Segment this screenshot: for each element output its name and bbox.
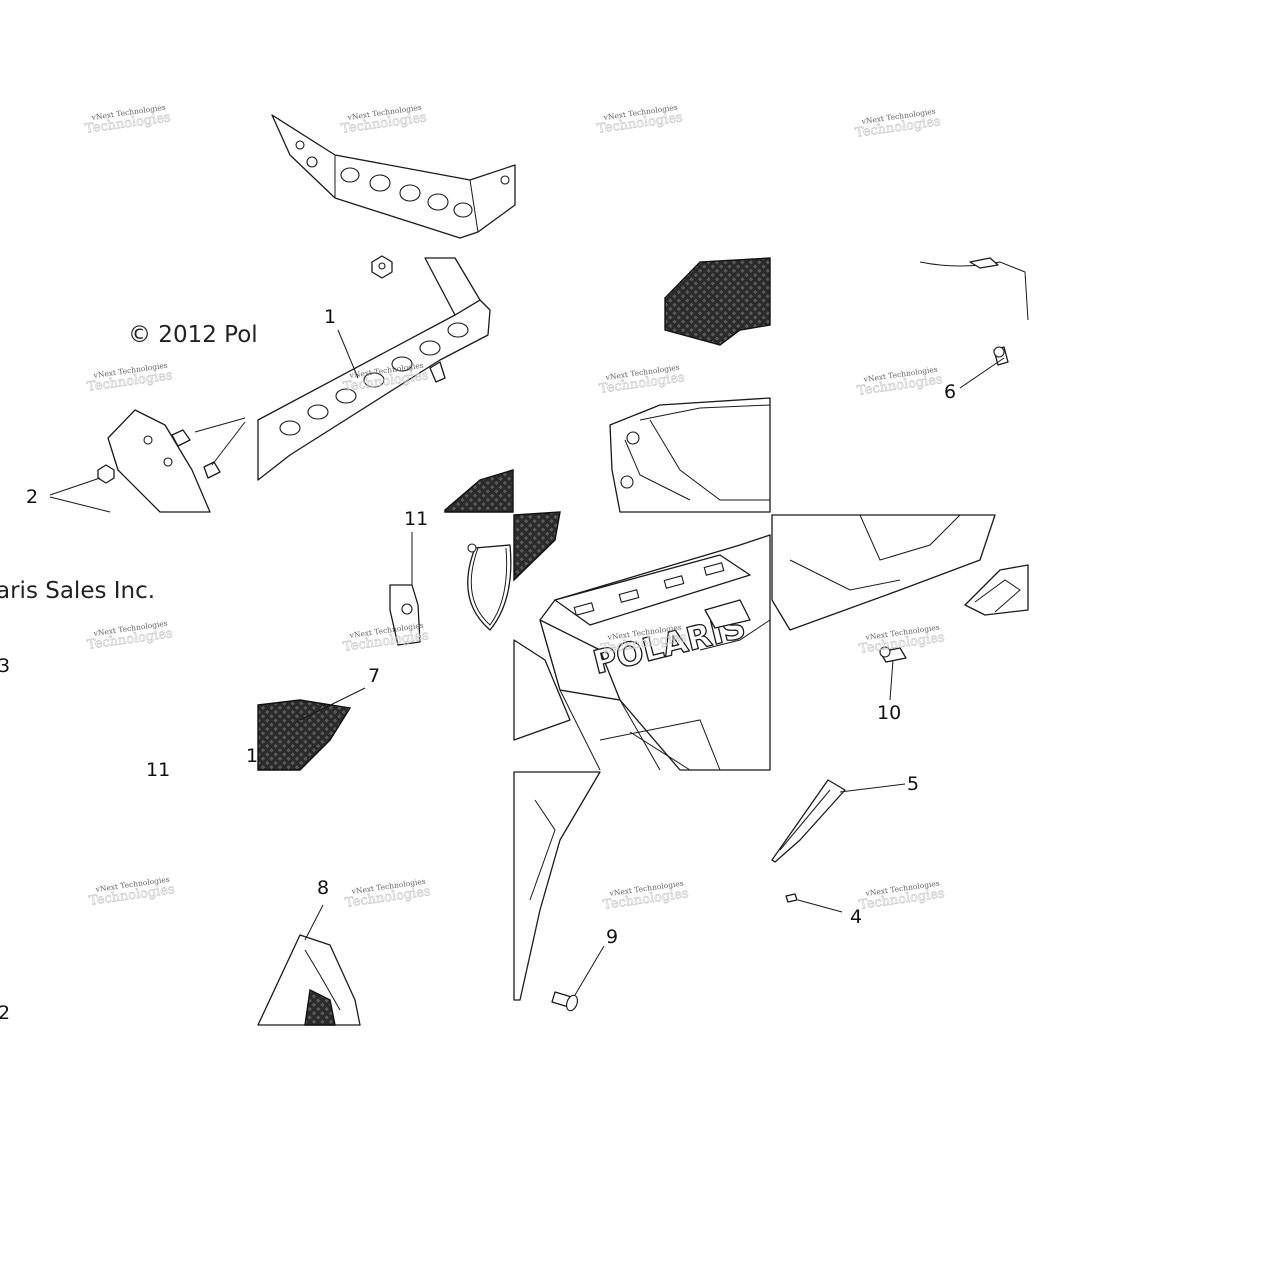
bumper-bracket-left (97, 409, 221, 513)
callout-1: 1 (324, 306, 336, 328)
callout-1-lower: 1 (246, 745, 258, 767)
callout-9: 9 (606, 926, 618, 948)
callout-8: 8 (317, 877, 329, 899)
screw-4 (785, 893, 798, 903)
side-panel-8 (257, 934, 361, 1026)
callout-numbers: 1 2 6 11 7 3 10 5 8 9 4 2 11 1 (0, 306, 956, 1024)
bolt-9 (551, 991, 578, 1012)
front-bumper-side-bar (257, 255, 491, 481)
callout-2: 2 (26, 486, 38, 508)
flange-nut-2 (97, 464, 115, 484)
copyright-fragment-1: © 2012 Pol (128, 322, 258, 348)
callout-2-lower: 2 (0, 1002, 10, 1024)
callout-10: 10 (877, 702, 901, 724)
callout-5: 5 (907, 773, 919, 795)
grille-insert-upper (444, 257, 771, 513)
front-fascia-lower (513, 771, 601, 1001)
callout-11: 11 (404, 508, 428, 530)
callout-4: 4 (850, 906, 862, 928)
callout-3: 3 (0, 655, 10, 677)
copyright-fragment-2: aris Sales Inc. (0, 578, 155, 604)
callout-11-lower: 11 (146, 759, 170, 781)
front-fascia-corner (609, 397, 771, 513)
grille-insert-7 (257, 699, 352, 771)
front-fascia-main: POLARIS (513, 511, 771, 771)
push-rivet-10 (879, 646, 907, 663)
callout-7: 7 (368, 665, 380, 687)
leader-lines (49, 329, 1005, 996)
fascia-edge (919, 257, 1029, 321)
headlight-housing (771, 514, 1029, 631)
push-rivet-6 (993, 346, 1009, 366)
front-bumper-bar-upper (271, 114, 516, 239)
trim-panel-5 (771, 779, 846, 863)
callout-6: 6 (944, 381, 956, 403)
hose-clamp (467, 543, 512, 631)
